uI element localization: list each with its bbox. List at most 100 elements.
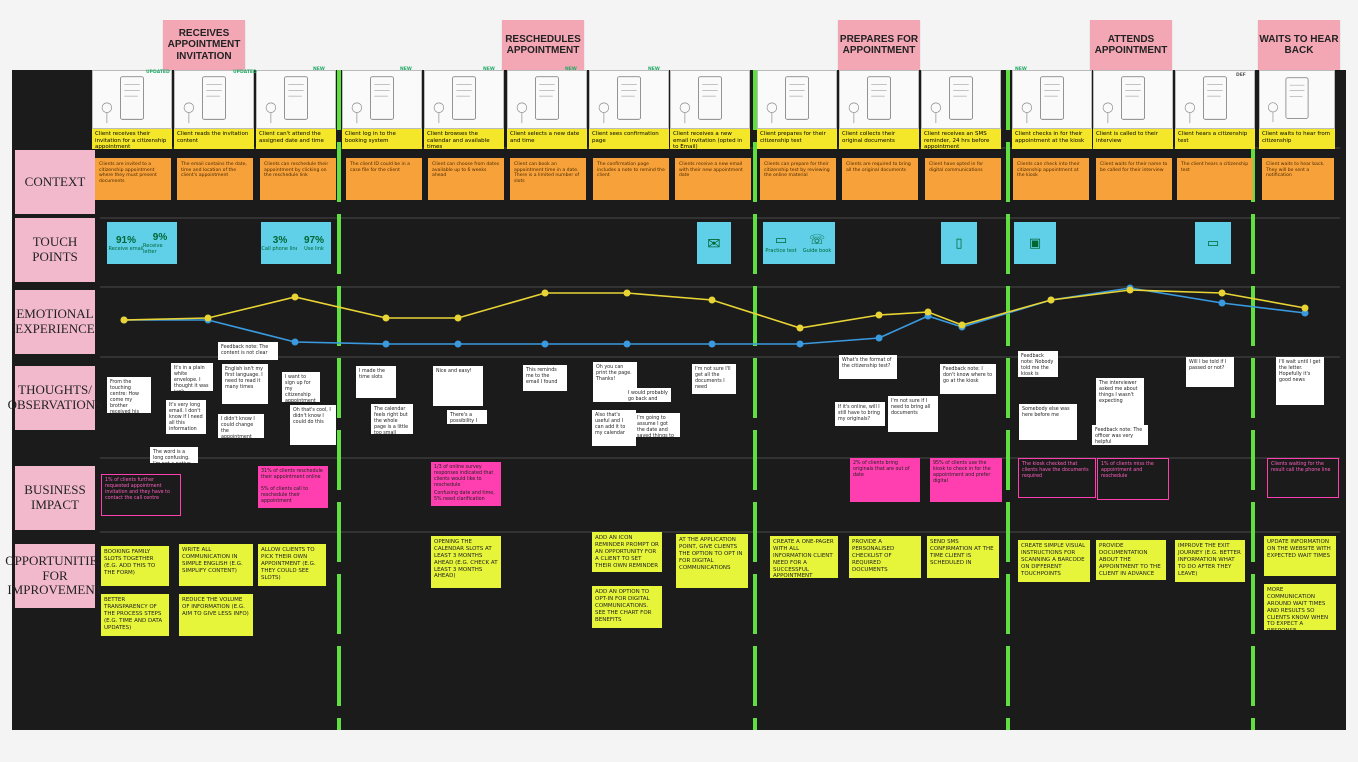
sketch-icon bbox=[516, 76, 559, 124]
business-impact-note: The kiosk checked that clients have the … bbox=[1018, 458, 1096, 498]
storyboard-frame bbox=[670, 70, 750, 129]
frame-caption: Client prepares for their citizenship te… bbox=[757, 129, 837, 149]
row-label-opportunities: Opportunities for Improvement bbox=[5, 544, 105, 608]
opportunity-note: Opening the calendar slots at least 3 mo… bbox=[431, 536, 501, 588]
opportunity-note: Better transparency of the process steps… bbox=[101, 594, 169, 636]
storyboard-frame bbox=[921, 70, 1001, 129]
opportunity-note: Update information on the website with e… bbox=[1264, 536, 1336, 576]
phase-prepares-appointment: Prepares for Appointment bbox=[838, 20, 920, 70]
row-label-touchpoints: Touch Points bbox=[15, 218, 95, 282]
touchpoint-label: Use link bbox=[304, 245, 324, 252]
touchpoint-email: 91%Receive email bbox=[107, 222, 145, 264]
business-impact-note: 5% of clients call to reschedule their a… bbox=[258, 484, 328, 508]
business-impact-note: 1% of clients further requested appointm… bbox=[101, 474, 181, 516]
sketch-icon bbox=[848, 76, 891, 124]
context-note: Clients can prepare for their citizenshi… bbox=[760, 158, 836, 200]
touchpoint-value: 9% bbox=[152, 231, 168, 243]
monitor-icon: ▭ bbox=[774, 232, 788, 248]
thought-note: Will I be told if I passed or not? bbox=[1186, 357, 1234, 387]
phone-icon: ☏ bbox=[808, 232, 826, 248]
opportunity-note: Provide documentation about the appointm… bbox=[1096, 540, 1166, 580]
opportunity-note: Create simple visual instructions for sc… bbox=[1018, 540, 1090, 582]
touchpoint-label: Receive letter bbox=[143, 242, 163, 255]
thought-note: I'm not sure I'll get all the documents … bbox=[692, 364, 736, 394]
opportunity-note: Reduce the volume of information (e.g. a… bbox=[179, 594, 253, 636]
business-impact-note: 95% of clients use the kiosk to check in… bbox=[930, 458, 1002, 502]
thought-note: I would probably go back and find this e… bbox=[625, 388, 671, 402]
sketch-icon bbox=[1184, 76, 1227, 124]
thought-note: Nice and easy! bbox=[433, 366, 483, 406]
context-note: Clients can check into their citizenship… bbox=[1013, 158, 1089, 200]
sketch-icon bbox=[1268, 77, 1309, 123]
thought-note: I didn't know I could change the appoint… bbox=[218, 414, 264, 438]
frame-caption: Client collects their original documents bbox=[839, 129, 919, 149]
badge-new: NEW bbox=[1015, 67, 1027, 72]
sketch-icon bbox=[930, 76, 973, 124]
thought-note: I'm going to assume I got the date and s… bbox=[634, 413, 680, 437]
context-note: Clients are invited to a citizenship app… bbox=[95, 158, 171, 200]
thought-note: From the touching centre: How come my br… bbox=[107, 377, 151, 413]
thought-note: If it's online, will I still have to bri… bbox=[835, 402, 885, 426]
opportunity-note: Improve the exit journey (e.g. better in… bbox=[1175, 540, 1245, 582]
context-note: Client can choose from dates available u… bbox=[428, 158, 504, 200]
frame-caption: Client checks in for their appointment a… bbox=[1012, 129, 1092, 149]
touchpoint-value: 3% bbox=[272, 234, 288, 246]
thought-note: Feedback note: The content is not clear bbox=[218, 342, 278, 360]
frame-caption: Client sees confirmation page bbox=[589, 129, 669, 149]
storyboard-frame bbox=[757, 70, 837, 129]
opportunity-note: Allow clients to pick their own appointm… bbox=[258, 544, 326, 586]
storyboard-frame bbox=[1175, 70, 1255, 129]
badge-updated: UPDATED bbox=[233, 70, 257, 75]
mobile-icon: ▯ bbox=[955, 235, 963, 251]
sketch-icon bbox=[101, 76, 144, 124]
thought-note: This reminds me to the email I found bbox=[523, 365, 567, 391]
row-label-emotional-experience: Emotional Experience bbox=[15, 290, 95, 354]
business-impact-note: Confusing date and time, 5% need clarifi… bbox=[431, 488, 501, 506]
sketch-icon bbox=[766, 76, 809, 124]
storyboard-frame bbox=[342, 70, 422, 129]
context-note: Client waits to hear back. They will be … bbox=[1262, 158, 1334, 200]
opportunity-note: Create a one-pager with all information … bbox=[770, 536, 838, 578]
touchpoint-letter: 9%Receive letter bbox=[143, 222, 177, 264]
storyboard-frame bbox=[839, 70, 919, 129]
touchpoint-value: 97% bbox=[303, 234, 324, 246]
row-label-business-impact: Business Impact bbox=[15, 466, 95, 530]
frame-caption: Client browses the calendar and availabl… bbox=[424, 129, 504, 149]
thought-note: Feedback note: The officer was very help… bbox=[1092, 425, 1148, 445]
phase-waits-to-hear-back: Waits to Hear Back bbox=[1258, 20, 1340, 70]
opportunity-note: Send SMS confirmation at the time client… bbox=[927, 536, 999, 578]
thought-note: I'm not sure if I need to bring all docu… bbox=[888, 396, 938, 432]
context-note: Client can book an appointment time in a… bbox=[510, 158, 586, 200]
thought-note: The word is a long confusing. I'm not a … bbox=[150, 447, 198, 463]
sketch-icon bbox=[679, 76, 722, 124]
context-note: The confirmation page includes a note to… bbox=[593, 158, 669, 200]
thought-note: I want to sign up for my citizenship app… bbox=[282, 372, 320, 402]
frame-caption: Client can't attend the assigned date an… bbox=[256, 129, 336, 149]
storyboard-frame bbox=[256, 70, 336, 129]
business-impact-note: Clients waiting for the result call the … bbox=[1267, 458, 1339, 498]
touchpoint-sms: ▯ bbox=[941, 222, 977, 264]
thought-note: It's in a plain white envelope. I though… bbox=[171, 363, 213, 391]
frame-caption: Client hears a citizenship test bbox=[1175, 129, 1255, 149]
context-note: Clients can reschedule their appointment… bbox=[260, 158, 336, 200]
touchpoint-practice-test: ▭Practice test bbox=[763, 222, 799, 264]
business-impact-note: 2% of clients bring originals that are o… bbox=[850, 458, 920, 502]
thought-note: Also that's useful and I can add it to m… bbox=[592, 410, 636, 446]
thought-note: There's a possibility I think, something… bbox=[447, 410, 487, 424]
thought-note: Feedback note: I don't know where to go … bbox=[940, 364, 996, 394]
storyboard-frame bbox=[92, 70, 172, 129]
badge-new: NEW bbox=[648, 67, 660, 72]
envelope-icon: ✉ bbox=[707, 233, 721, 253]
sketch-icon bbox=[433, 76, 476, 124]
sketch-icon bbox=[1102, 76, 1145, 124]
frame-caption: Client receives their invitation for a c… bbox=[92, 129, 172, 149]
frame-caption: Client is called to their interview bbox=[1093, 129, 1173, 149]
context-note: Client waits for their name to be called… bbox=[1096, 158, 1172, 200]
phase-attends-appointment: Attends Appointment bbox=[1090, 20, 1172, 70]
phase-reschedules-appointment: Reschedules Appointment bbox=[502, 20, 584, 70]
row-label-context: Context bbox=[15, 150, 95, 214]
opportunity-note: More communication around wait times and… bbox=[1264, 584, 1336, 630]
opportunity-note: Add an option to opt-in for digital comm… bbox=[592, 586, 662, 628]
thought-note: The interviewer asked me about things I … bbox=[1096, 378, 1144, 434]
context-note: The client hears a citizenship test bbox=[1177, 158, 1253, 200]
